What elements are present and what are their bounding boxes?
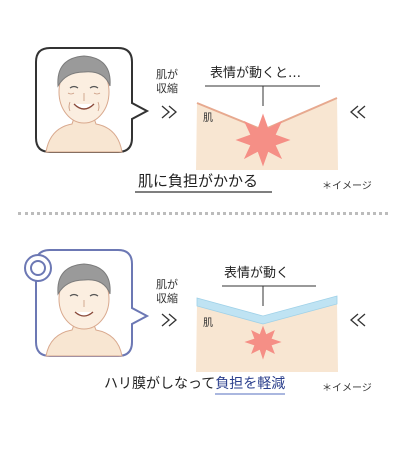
top-illustration [35,47,366,193]
headline-highlight: 負担を軽減 [215,376,286,395]
image-note: ＊イメージ [322,181,372,192]
film-layer [196,295,338,325]
compress-arrow-left-icon [161,105,177,119]
image-note: ＊イメージ [322,383,372,394]
compress-arrow-right-icon [350,105,366,119]
action-label: 表情が動く [224,266,290,281]
compress-arrow-right-icon [350,313,366,327]
skin-label: 肌 [203,113,213,124]
skin-label: 肌 [203,318,213,329]
side-label-line1: 肌が [156,278,178,291]
compress-arrow-left-icon [161,313,177,327]
panel-without-film: 肌が 収縮 表情が動くと… 肌 肌に負担がかかる ＊イメージ [0,0,404,205]
film-badge-icon [24,254,52,282]
action-label: 表情が動くと… [210,66,302,81]
headline: ハリ膜がしなって負担を軽減 [104,375,286,395]
side-label-line2: 収縮 [156,82,178,95]
stress-burst-small-icon [244,325,282,360]
side-label-line2: 収縮 [156,292,178,305]
side-label-line1: 肌が [156,68,178,81]
panel-with-film: 肌が 収縮 表情が動く 肌 ハリ膜がしなって負担を軽減 ＊イメージ [0,222,404,449]
bottom-illustration [24,249,366,372]
face-smooth-icon [45,263,123,357]
headline: 肌に負担がかかる [138,172,259,190]
headline-prefix: ハリ膜がしなって [104,376,216,392]
section-divider [18,212,388,215]
face-aged-icon [45,55,123,153]
stress-burst-icon [235,113,291,167]
